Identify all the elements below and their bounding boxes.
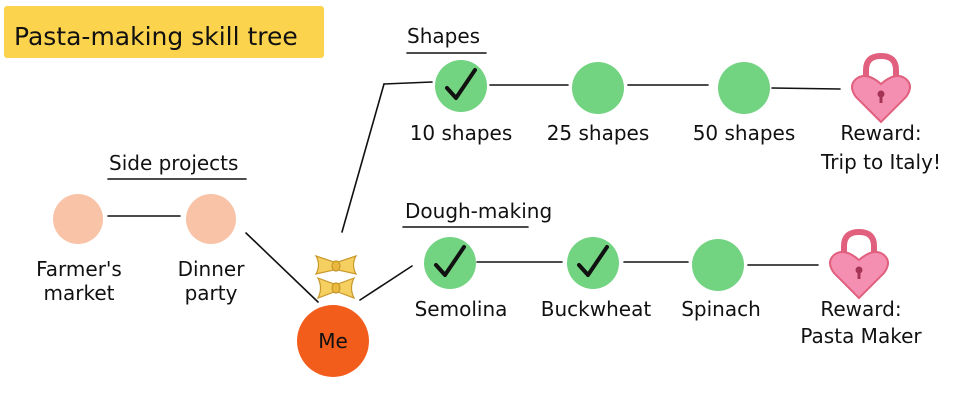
me-label: Me bbox=[318, 329, 348, 353]
reward-label-line2: Trip to Italy! bbox=[821, 150, 941, 174]
skill-node-10-shapes[interactable] bbox=[435, 60, 487, 112]
me-node[interactable]: Me bbox=[297, 305, 369, 377]
connector bbox=[771, 87, 841, 90]
side-label-line2: party bbox=[184, 281, 238, 305]
reward-label-line1: Reward: bbox=[840, 121, 922, 145]
heart-lock-icon[interactable] bbox=[850, 52, 912, 124]
reward-label-line2: Pasta Maker bbox=[800, 324, 922, 348]
section-dough-heading: Dough-making bbox=[405, 199, 553, 223]
connector bbox=[359, 265, 413, 301]
side-node-dinner-party[interactable] bbox=[186, 194, 236, 244]
side-label-line1: Dinner bbox=[177, 257, 245, 281]
skill-label-buckwheat: Buckwheat bbox=[540, 297, 652, 321]
skill-label-25-shapes: 25 shapes bbox=[546, 121, 650, 145]
skill-label-50-shapes: 50 shapes bbox=[692, 121, 796, 145]
farfalle-pasta-icon bbox=[314, 254, 358, 300]
skill-node-buckwheat[interactable] bbox=[567, 237, 619, 289]
skill-node-semolina[interactable] bbox=[424, 237, 476, 289]
connector bbox=[383, 81, 433, 85]
title-banner: Pasta-making skill tree bbox=[4, 6, 324, 58]
skill-label-spinach: Spinach bbox=[681, 297, 761, 321]
heart-lock-icon[interactable] bbox=[828, 228, 890, 300]
skill-label-semolina: Semolina bbox=[414, 297, 508, 321]
side-label-line2: market bbox=[43, 281, 115, 305]
check-icon bbox=[434, 245, 466, 277]
side-label-line1: Farmer's bbox=[36, 257, 122, 281]
check-icon bbox=[577, 245, 609, 277]
check-icon bbox=[445, 68, 477, 100]
skill-node-spinach[interactable] bbox=[692, 239, 744, 291]
skill-node-25-shapes[interactable] bbox=[572, 62, 624, 114]
skill-label-10-shapes: 10 shapes bbox=[409, 121, 513, 145]
page-title: Pasta-making skill tree bbox=[14, 22, 298, 51]
skill-node-50-shapes[interactable] bbox=[718, 62, 770, 114]
section-side-projects-heading: Side projects bbox=[109, 151, 239, 175]
section-shapes-heading: Shapes bbox=[407, 24, 481, 48]
reward-label-line1: Reward: bbox=[820, 297, 902, 321]
side-node-farmers-market[interactable] bbox=[53, 194, 103, 244]
connector bbox=[245, 232, 319, 303]
connector bbox=[341, 83, 385, 233]
